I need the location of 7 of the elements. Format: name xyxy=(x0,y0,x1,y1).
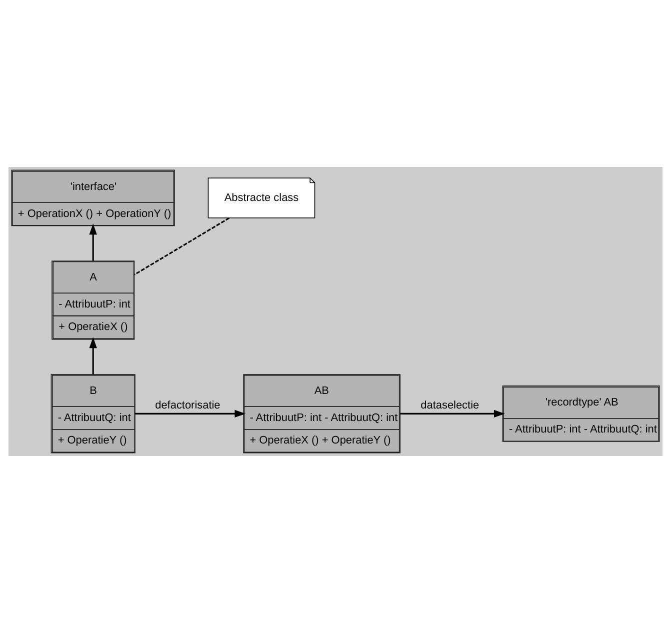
arrow xyxy=(89,224,97,261)
arrow xyxy=(89,337,97,374)
connector xyxy=(134,217,230,276)
arrow xyxy=(135,410,246,418)
edge-label: defactorisatie xyxy=(155,399,220,412)
edge-label: dataselectie xyxy=(420,399,480,412)
arrow xyxy=(400,410,505,418)
